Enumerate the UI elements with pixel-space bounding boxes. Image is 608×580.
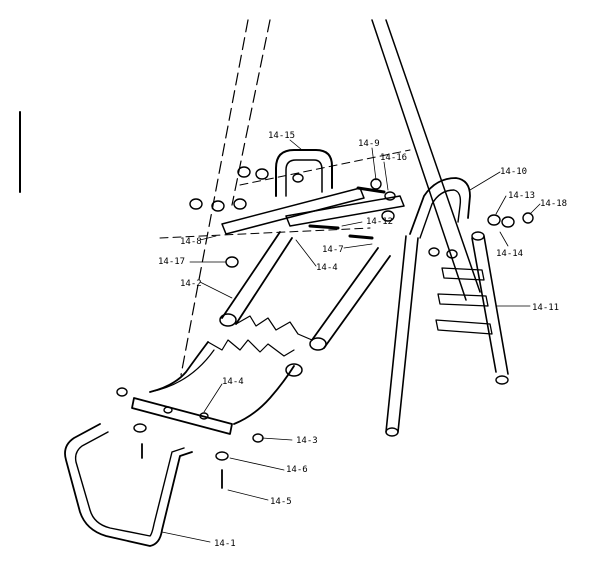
ladder-top-bracket — [409, 177, 471, 235]
ladder-left-rail — [385, 235, 419, 433]
slide-bed — [207, 231, 391, 357]
ladder-rung-1 — [441, 267, 485, 281]
label-14-7: 14-7 — [322, 245, 344, 255]
frame-crossbar-dashed — [159, 227, 371, 239]
label-14-9: 14-9 — [358, 139, 380, 149]
label-14-3: 14-3 — [296, 436, 318, 446]
leader-lines — [161, 139, 541, 543]
label-14-16: 14-16 — [380, 153, 407, 163]
label-14-17: 14-17 — [158, 257, 185, 267]
frame-leg-middle — [231, 19, 271, 206]
swing-frame — [159, 19, 481, 376]
label-14-11: 14-11 — [532, 303, 559, 313]
label-14-1: 14-1 — [214, 539, 236, 549]
label-14-18: 14-18 — [540, 199, 567, 209]
label-14-4-lower: 14-4 — [222, 377, 244, 387]
label-14-15: 14-15 — [268, 131, 295, 141]
base-frame — [64, 423, 193, 547]
top-handle — [275, 149, 333, 197]
bottom-crossbar — [131, 397, 233, 435]
part-labels: 14-15 14-9 14-16 14-10 14-13 14-18 14-12… — [158, 131, 567, 549]
label-14-2: 14-2 — [180, 279, 202, 289]
label-14-13: 14-13 — [508, 191, 535, 201]
upper-bracket — [221, 187, 405, 235]
hardware — [116, 166, 534, 489]
ladder — [385, 177, 509, 437]
lower-slide — [131, 341, 303, 435]
slide-lower-zigzag — [207, 339, 295, 357]
slide-break-zigzag — [235, 315, 313, 341]
label-14-14: 14-14 — [496, 249, 523, 259]
frame-crossbar-dashed-2 — [239, 149, 411, 186]
label-14-6: 14-6 — [286, 465, 308, 475]
label-14-8: 14-8 — [180, 237, 202, 247]
slide-left-rail — [221, 231, 293, 325]
ladder-rung-3 — [435, 319, 493, 335]
label-14-5: 14-5 — [270, 497, 292, 507]
ladder-rung-2 — [437, 293, 489, 307]
ladder-right-rail — [471, 235, 509, 375]
label-14-12: 14-12 — [366, 217, 393, 227]
label-14-4-upper: 14-4 — [316, 263, 338, 273]
frame-leg-left — [180, 19, 249, 376]
slide-right-rail — [311, 247, 391, 349]
frame-leg-right-tube — [371, 19, 481, 301]
label-14-10: 14-10 — [500, 167, 527, 177]
